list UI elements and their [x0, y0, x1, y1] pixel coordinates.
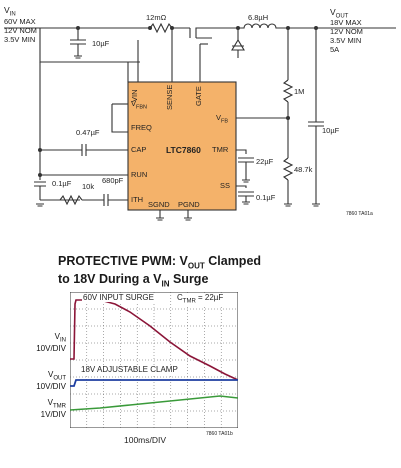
tmr-cap-label: 22µF — [256, 157, 274, 166]
vin-specs: 60V MAX 12V NOM 3.5V MIN — [4, 17, 37, 44]
scope-title: PROTECTIVE PWM: VOUT Clamped to 18V Duri… — [58, 254, 262, 288]
pin-gate: GATE — [194, 86, 203, 106]
vin-label: VIN — [4, 5, 16, 18]
pin-sgnd: SGND — [148, 200, 170, 209]
vout-label: VOUT — [330, 7, 349, 20]
pin-cap: CAP — [131, 145, 147, 154]
pin-sense: SENSE — [165, 84, 174, 110]
schematic-figure-id: 7860 TA01a — [346, 211, 373, 217]
pin-tmr: TMR — [212, 145, 229, 154]
ith-resistor-label: 10k — [82, 182, 95, 191]
ith-cap-label: 680pF — [102, 176, 124, 185]
pin-ith: ITH — [131, 195, 144, 204]
pin-vfbn: VFBN — [131, 99, 148, 111]
run-cap-label: 0.1µF — [52, 179, 72, 188]
sense-resistor-label: 12mΩ — [146, 13, 167, 22]
pin-ss: SS — [220, 181, 231, 190]
vout-channel-label: VOUT 10V/DIV — [36, 370, 66, 392]
pin-pgnd: PGND — [178, 200, 200, 209]
pin-vfb: VFB — [216, 113, 229, 125]
vin-trace — [70, 299, 238, 381]
inductor-label: 6.8µH — [248, 13, 269, 22]
input-cap-label: 10µF — [92, 39, 110, 48]
r-top-label: 1M — [294, 87, 305, 96]
chip-name: LTC7860 — [166, 145, 201, 155]
surge-label: 60V INPUT SURGE — [82, 293, 155, 302]
vtmr-channel-label: VTMR 1V/DIV — [40, 398, 66, 420]
r-bot-label: 48.7k — [294, 165, 313, 174]
scope-figure-id: 7860 TA01b — [206, 431, 233, 437]
time-scale-label: 100ms/DIV — [124, 435, 167, 445]
pin-freq: FREQ — [131, 123, 152, 132]
vtmr-trace — [70, 395, 238, 411]
vout-specs: 18V MAX 12V NOM 3.5V MIN 5A — [330, 18, 363, 54]
ctmr-label: CTMR = 22µF — [176, 293, 225, 305]
oscilloscope-plot — [70, 292, 238, 428]
application-schematic — [4, 22, 396, 221]
ss-cap-label: 0.1µF — [256, 193, 276, 202]
ltc7860-chip — [127, 81, 237, 211]
freq-cap-label: 0.47µF — [76, 128, 100, 137]
pin-run: RUN — [131, 170, 148, 179]
output-cap-label: 10µF — [322, 126, 340, 135]
clamp-label: 18V ADJUSTABLE CLAMP — [80, 365, 179, 374]
vin-channel-label: VIN 10V/DIV — [36, 332, 66, 354]
vout-trace — [70, 379, 238, 387]
